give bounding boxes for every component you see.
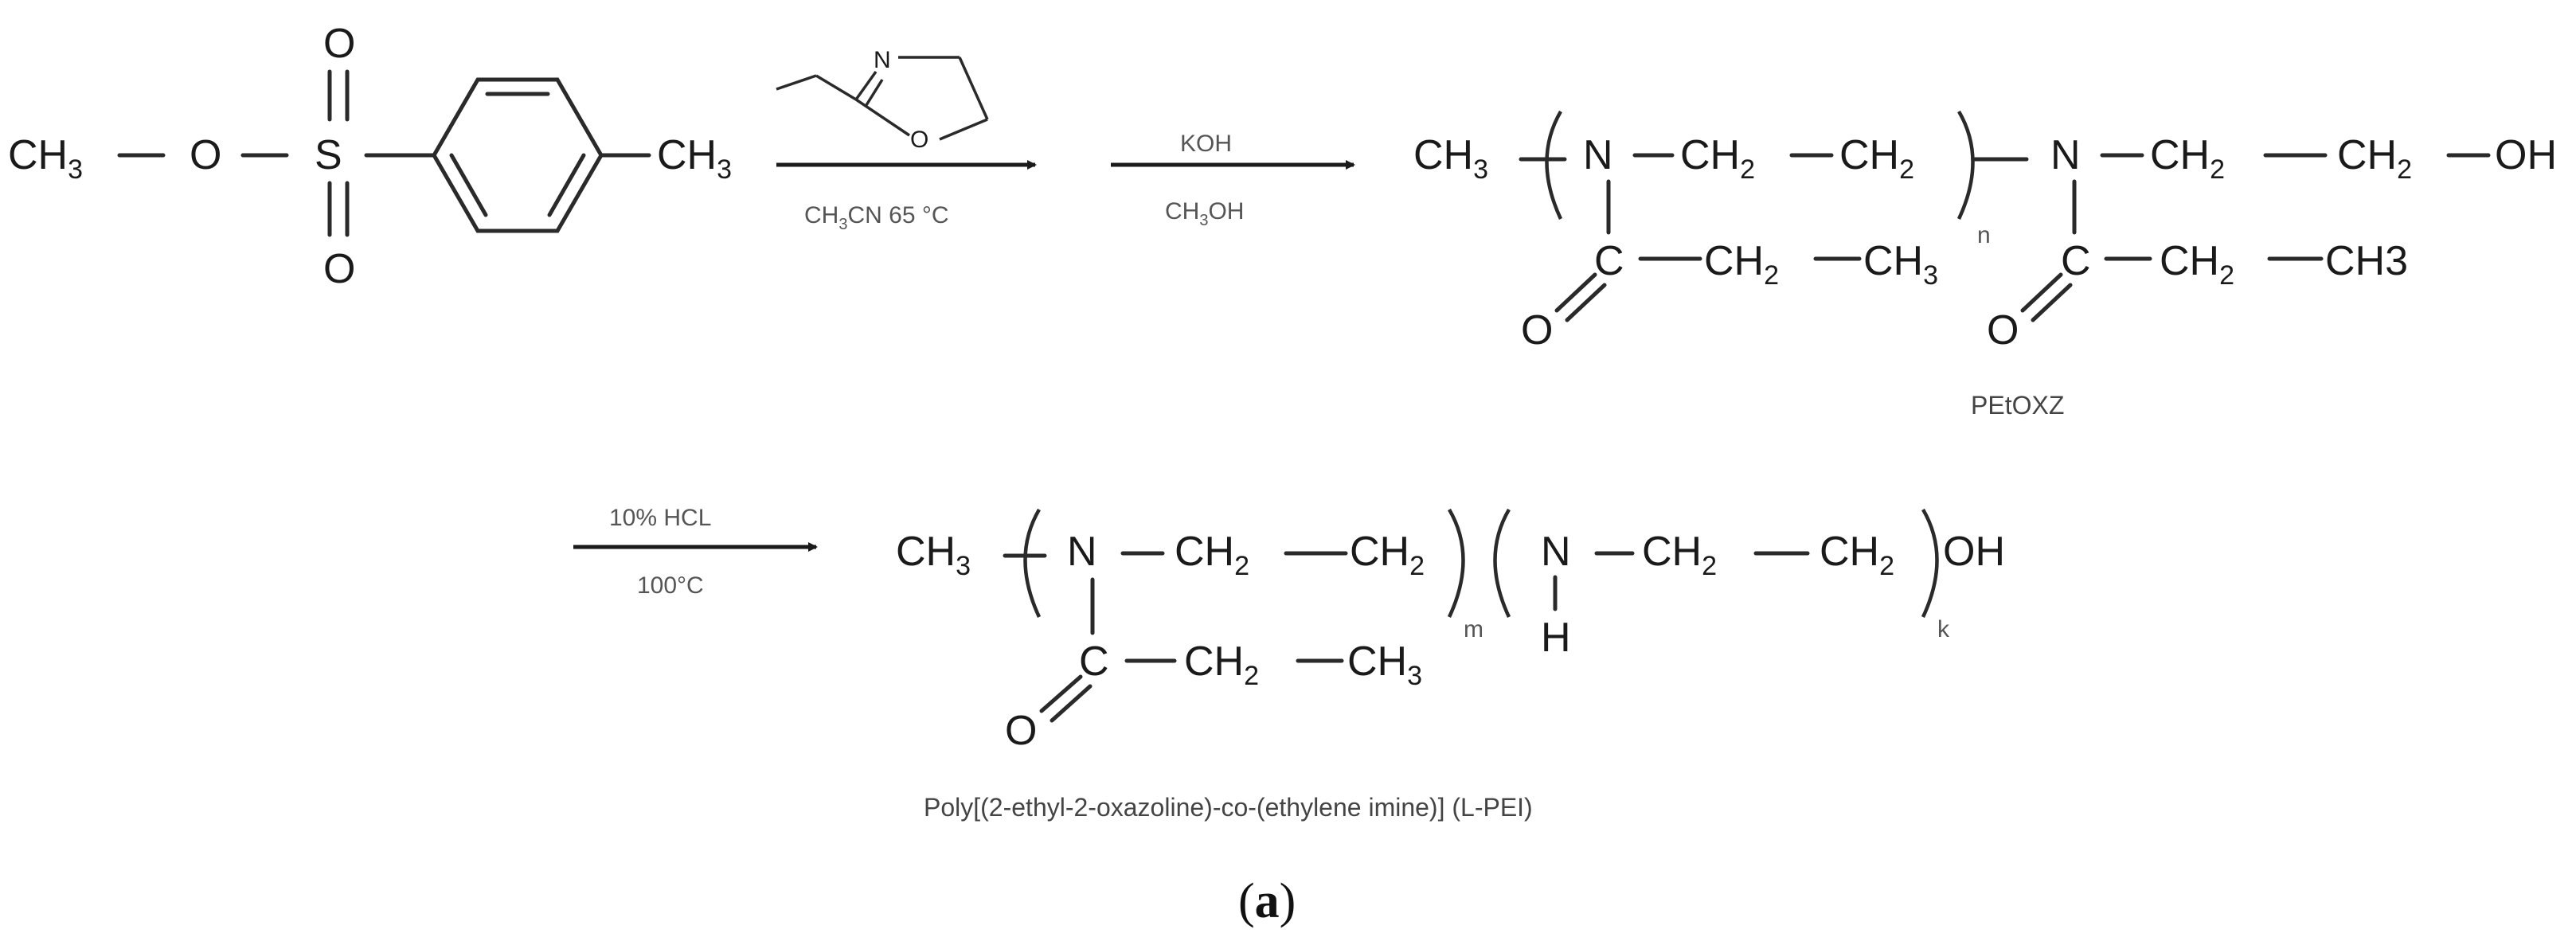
oxazoline-oxygen: O	[910, 127, 928, 153]
petoxz-c2-o-1	[2020, 272, 2063, 313]
lpei-ch2-b: CH2	[1350, 529, 1425, 581]
petoxz-c1-o-2	[1565, 283, 1607, 322]
lpei-h: H	[1541, 615, 1571, 661]
lpei-open-bracket-k	[1493, 508, 1511, 618]
ch3-left: CH3	[8, 132, 83, 185]
ester-oxygen: O	[190, 132, 221, 178]
lpei-ch3: CH3	[896, 529, 971, 581]
lpei-ch2-a: CH2	[1175, 529, 1249, 581]
l-pei-structure: CH3 N CH2 CH2 m N H CH2 CH2 k OH C CH2 C…	[896, 508, 2005, 822]
arrow-3-reagent: 10% HCL	[609, 505, 711, 531]
sulfonyl-oxygen-bottom: O	[323, 246, 355, 292]
petoxz-n1: N	[1583, 132, 1613, 178]
lpei-close-bracket-k	[1921, 508, 1939, 618]
petoxz-open-bracket	[1545, 110, 1563, 220]
methyl-tosylate: CH3 O S O O CH3	[8, 21, 732, 292]
lpei-ch2-e: CH2	[1184, 639, 1259, 691]
petoxz-o1: O	[1521, 307, 1553, 353]
petoxz-n2: N	[2050, 132, 2081, 178]
lpei-ch2-c: CH2	[1642, 529, 1717, 581]
lpei-c1-o-1	[1039, 674, 1083, 713]
lpei-oh: OH	[1943, 529, 2005, 575]
petoxz-ch3-e: CH3	[1863, 238, 1938, 291]
oxazoline-nitrogen: N	[874, 47, 891, 73]
arrow-2-solvent: CH3OH	[1165, 198, 1244, 229]
petoxz-repeat-n: n	[1977, 222, 1991, 248]
lpei-repeat-m: m	[1464, 616, 1483, 642]
ch3-right: CH3	[657, 132, 732, 185]
petoxz-ch2-e: CH2	[1704, 238, 1779, 291]
lpei-close-bracket-m	[1447, 508, 1465, 618]
figure-label: (a)	[1238, 874, 1296, 928]
petoxz-c2-o-2	[2031, 283, 2073, 322]
lpei-c1: C	[1079, 639, 1109, 685]
petoxz-o2: O	[1987, 307, 2019, 353]
petoxz-ch2-d: CH2	[2337, 132, 2412, 185]
petoxz-close-bracket	[1956, 110, 1975, 220]
ring-double-bond-2	[547, 153, 586, 217]
arrow-3-conditions: 100°C	[637, 572, 704, 599]
petoxz-ch3-f: CH3	[2325, 238, 2408, 284]
petoxz-ch2-f: CH2	[2160, 238, 2234, 291]
ring-ch2-o	[939, 118, 988, 141]
petoxz-ch3: CH3	[1413, 132, 1488, 185]
ring-double-bond-3	[449, 153, 488, 217]
lpei-ch3-e: CH3	[1347, 639, 1422, 691]
lpei-open-bracket-m	[1023, 508, 1042, 618]
ethyl-bond-1	[776, 74, 817, 91]
petoxz-structure: CH3 N CH2 CH2 n N CH2 CH2 OH C CH2 CH3 O…	[1413, 110, 2557, 420]
ethyl-oxazoline: N O	[776, 47, 989, 153]
lpei-repeat-k: k	[1937, 616, 1950, 642]
ring-c-n-1	[854, 70, 878, 101]
petoxz-c1: C	[1594, 238, 1624, 284]
petoxz-c1-o-1	[1554, 272, 1597, 313]
ring-ch2-ch2	[958, 57, 989, 120]
lpei-c1-o-2	[1050, 684, 1093, 723]
petoxz-c2: C	[2061, 238, 2091, 284]
lpei-ch2-d: CH2	[1820, 529, 1894, 581]
lpei-label: Poly[(2-ethyl-2-oxazoline)-co-(ethylene …	[924, 793, 1533, 822]
lpei-n2: N	[1541, 529, 1571, 575]
benzene-ring	[432, 77, 604, 233]
lpei-o1: O	[1005, 708, 1037, 754]
reaction-arrow-3: 10% HCL 100°C	[573, 505, 818, 599]
reaction-arrow-1: CH3CN 65 °C	[776, 160, 1037, 233]
ring-c-n-2	[865, 79, 884, 106]
petoxz-ch2-b: CH2	[1839, 132, 1914, 185]
petoxz-oh: OH	[2495, 132, 2557, 178]
sulfur: S	[315, 132, 342, 178]
petoxz-label: PEtOXZ	[1971, 391, 2064, 420]
petoxz-ch2-a: CH2	[1680, 132, 1755, 185]
lpei-n1: N	[1067, 529, 1097, 575]
petoxz-ch2-c: CH2	[2150, 132, 2225, 185]
reaction-arrow-2: KOH CH3OH	[1111, 131, 1355, 229]
arrow-1-conditions: CH3CN 65 °C	[804, 202, 949, 233]
ring-o-c	[855, 98, 910, 137]
ethyl-bond-2	[815, 74, 857, 101]
sulfonyl-oxygen-top: O	[323, 21, 355, 67]
arrow-2-reagent: KOH	[1180, 131, 1232, 157]
